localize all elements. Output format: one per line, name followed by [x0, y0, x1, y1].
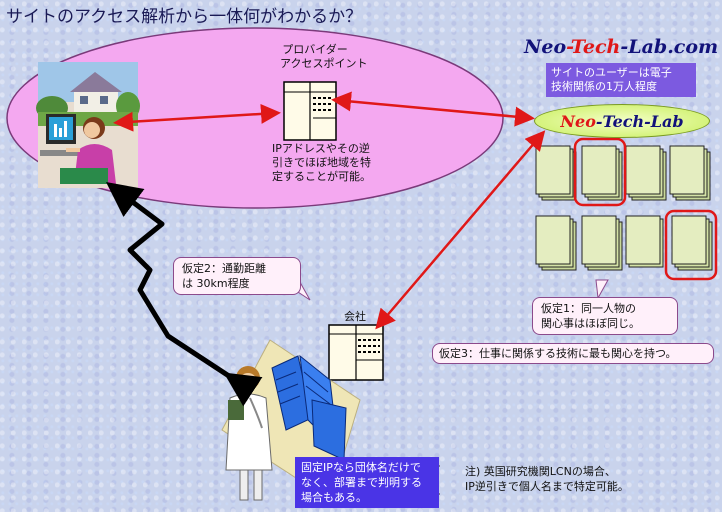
callout-hypothesis1: 仮定1：同一人物の 関心事はほぼ同じ。 [532, 297, 678, 335]
footnote-line1: 注) 英国研究機関LCNの場合、 [465, 465, 616, 478]
document-page-icon [535, 215, 577, 271]
document-page-icon [625, 145, 667, 201]
arrow-provider-site [331, 91, 535, 127]
hypothesis2-line2: は 30km程度 [182, 277, 250, 290]
provider-desc-line3: 定することが可能。 [272, 170, 371, 183]
pill-sep1: - [595, 111, 603, 131]
site-users-box: サイトのユーザーは電子 技術関係の1万人程度 [546, 63, 696, 97]
brand-sep2: - [620, 36, 629, 58]
commute-path [106, 182, 263, 407]
provider-title-line2: アクセスポイント [280, 57, 368, 70]
arrow-company-site [375, 130, 546, 330]
pill-part1: Neo [560, 111, 596, 131]
brand-part2: Tech [570, 36, 621, 58]
footnote: 注) 英国研究機関LCNの場合、 IP逆引きで個人名まで特定可能。 [465, 464, 629, 494]
document-page-icon [671, 215, 713, 271]
brand-part1: Neo [524, 36, 567, 58]
site-pill: Neo-Tech-Lab [534, 104, 710, 138]
callout-hypothesis3: 仮定3：仕事に関係する技術に最も関心を持つ。 [432, 343, 714, 364]
fixed-ip-line2: なく、部署まで判明する [301, 476, 422, 489]
site-users-line2: 技術関係の1万人程度 [551, 80, 657, 93]
company-server-icon [328, 324, 384, 381]
brand-logo: Neo-Tech-Lab.com [524, 36, 718, 58]
provider-desc-line1: IPアドレスやその逆 [272, 142, 370, 155]
provider-description: IPアドレスやその逆 引きでほぼ地域を特 定することが可能。 [272, 142, 371, 184]
highlight-frame [573, 137, 627, 207]
fixed-ip-line1: 固定IPなら団体名だけで [301, 461, 421, 474]
footnote-line2: IP逆引きで個人名まで特定可能。 [465, 480, 629, 493]
home-user-illustration [36, 62, 140, 188]
document-page-icon [581, 215, 623, 271]
site-users-line1: サイトのユーザーは電子 [551, 66, 672, 79]
hypothesis1-line1: 仮定1：同一人物の [541, 302, 636, 315]
provider-desc-line2: 引きでほぼ地域を特 [272, 156, 371, 169]
provider-title: プロバイダー アクセスポイント [280, 43, 368, 71]
document-page-icon [581, 145, 623, 201]
brand-part3: Lab [628, 36, 668, 58]
pill-part2: Tech [602, 111, 645, 131]
server-rack-icon [283, 81, 337, 141]
fixed-ip-line3: 場合もある。 [301, 491, 367, 504]
pill-part3: Lab [650, 111, 684, 131]
hypothesis1-line2: 関心事はほぼ同じ。 [541, 317, 640, 330]
provider-title-line1: プロバイダー [282, 43, 348, 56]
arrow-home-provider [113, 103, 281, 132]
callout-pointer [595, 279, 609, 300]
pill-sep2: - [644, 111, 651, 131]
page-title: サイトのアクセス解析から一体何がわかるか？ [6, 7, 363, 27]
hypothesis2-line1: 仮定2：通勤距離 [182, 262, 266, 275]
highlight-frame [664, 209, 718, 281]
document-page-icon [535, 145, 577, 201]
fixed-ip-note: 固定IPなら団体名だけで なく、部署まで判明する 場合もある。 [295, 457, 439, 508]
brand-suffix: .com [667, 36, 719, 58]
callout-hypothesis2: 仮定2：通勤距離 は 30km程度 [173, 257, 301, 295]
document-page-icon [625, 215, 664, 268]
brand-sep1: - [566, 36, 571, 58]
document-grid [535, 137, 718, 281]
company-label: 会社 [344, 310, 366, 323]
document-page-icon [669, 145, 711, 201]
